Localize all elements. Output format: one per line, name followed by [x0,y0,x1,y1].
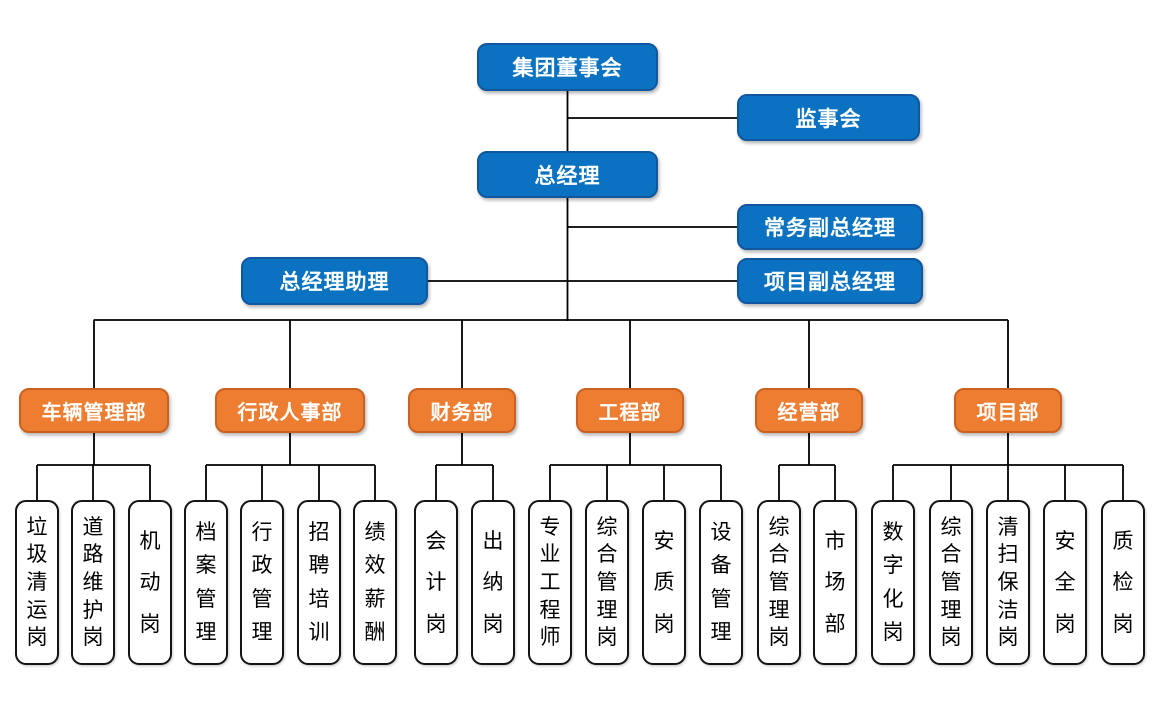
gm-assistant-box: 总经理助理 [241,257,428,305]
dept-finance-box: 财务部 [408,388,516,433]
position-box-digitalization: 数字化岗 [871,500,915,665]
dept-vehicle-management-box: 车辆管理部 [19,388,169,433]
position-box-mobile: 机动岗 [128,500,172,665]
project-deputy-gm-box: 项目副总经理 [737,258,923,304]
position-box-cleaning: 清扫保洁岗 [986,500,1030,665]
supervisory-board-box: 监事会 [737,94,920,141]
dept-admin-hr-box: 行政人事部 [215,388,365,433]
position-box-professional-engineer: 专业工程师 [528,500,572,665]
position-box-performance-pay: 绩效薪酬 [353,500,397,665]
position-box-cashier: 出纳岗 [471,500,515,665]
position-box-market: 市场部 [813,500,857,665]
executive-deputy-gm-box: 常务副总经理 [737,204,923,250]
position-box-eng-general-mgmt: 综合管理岗 [585,500,629,665]
position-box-safety: 安全岗 [1043,500,1087,665]
position-box-ops-general-mgmt: 综合管理岗 [757,500,801,665]
position-box-proj-general-mgmt: 综合管理岗 [929,500,973,665]
dept-engineering-box: 工程部 [576,388,684,433]
board-of-directors-box: 集团董事会 [477,43,658,91]
position-box-accounting: 会计岗 [414,500,458,665]
position-box-archives: 档案管理 [184,500,228,665]
position-box-road-maintenance: 道路维护岗 [71,500,115,665]
position-box-garbage-removal: 垃圾清运岗 [15,500,59,665]
position-box-administration: 行政管理 [240,500,284,665]
dept-project-box: 项目部 [954,388,1062,433]
position-box-safety-quality: 安质岗 [642,500,686,665]
position-box-quality-inspection: 质检岗 [1101,500,1145,665]
position-box-equipment-mgmt: 设备管理 [699,500,743,665]
position-box-recruit-training: 招聘培训 [297,500,341,665]
general-manager-box: 总经理 [477,151,658,198]
dept-operations-box: 经营部 [755,388,863,433]
